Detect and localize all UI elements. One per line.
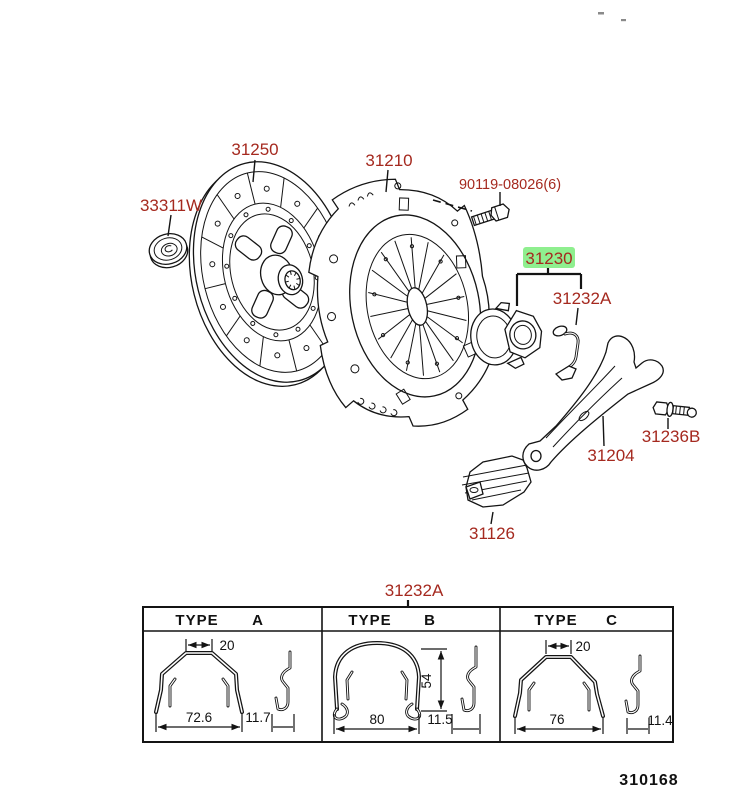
part-label-31126[interactable]: 31126 bbox=[469, 524, 515, 543]
clutch-cover-art bbox=[308, 178, 497, 427]
part-label-31210[interactable]: 31210 bbox=[365, 151, 412, 170]
boot-art bbox=[461, 455, 532, 508]
part-label-33311w[interactable]: 33311W bbox=[140, 196, 202, 215]
clutch-disc-art bbox=[188, 161, 352, 387]
cover-bolt-art bbox=[470, 203, 510, 227]
table-header-letter-a: A bbox=[252, 612, 264, 629]
release-fork-art bbox=[522, 335, 664, 471]
dim-c-top-width: 20 bbox=[575, 639, 590, 654]
part-label-31250[interactable]: 31250 bbox=[231, 140, 278, 159]
dim-c-bottom-width: 76 bbox=[549, 712, 564, 727]
dim-b-side-width: 11.5 bbox=[427, 712, 452, 727]
dim-a-side-width: 11.7 bbox=[245, 710, 270, 725]
clip-type-a-drawing bbox=[154, 639, 295, 732]
clip-type-c-drawing bbox=[513, 640, 650, 734]
dim-b-arch-height: 54 bbox=[419, 673, 434, 689]
part-label-90119[interactable]: 90119-08026(6) bbox=[459, 177, 561, 193]
dim-b-bottom-width: 80 bbox=[369, 712, 384, 727]
part-label-31230-highlighted[interactable]: 31230 bbox=[525, 249, 572, 268]
release-bearing-art bbox=[470, 301, 543, 370]
figure-number: 310168 bbox=[619, 772, 678, 789]
retainer-clip-art bbox=[552, 325, 580, 381]
table-header-type-b: TYPE bbox=[348, 612, 391, 629]
part-label-31204[interactable]: 31204 bbox=[587, 446, 634, 465]
table-header-letter-b: B bbox=[424, 612, 436, 629]
clip-type-table: TYPE A TYPE B TYPE C bbox=[142, 606, 674, 743]
clip-type-b-drawing bbox=[332, 641, 481, 734]
table-header-type-a: TYPE bbox=[175, 612, 218, 629]
part-label-31232a-table[interactable]: 31232A bbox=[385, 581, 444, 600]
scan-artifacts bbox=[598, 12, 626, 22]
leader-lines bbox=[167, 159, 669, 607]
dim-c-side-width: 11.4 bbox=[647, 713, 673, 728]
highlight-box bbox=[523, 247, 575, 268]
dim-a-bottom-width: 72.6 bbox=[186, 710, 212, 725]
bolt-dashed-leader bbox=[432, 199, 473, 212]
part-label-31232a[interactable]: 31232A bbox=[553, 289, 612, 308]
dim-a-top-width: 20 bbox=[219, 638, 234, 653]
table-header-letter-c: C bbox=[606, 612, 618, 629]
cover-rim-details bbox=[327, 182, 478, 417]
table-header-type-c: TYPE bbox=[534, 612, 577, 629]
disc-hub bbox=[259, 254, 304, 296]
pilot-bearing-art bbox=[148, 233, 189, 269]
part-label-31236b[interactable]: 31236B bbox=[642, 427, 701, 446]
pivot-bolt-art bbox=[652, 401, 697, 418]
